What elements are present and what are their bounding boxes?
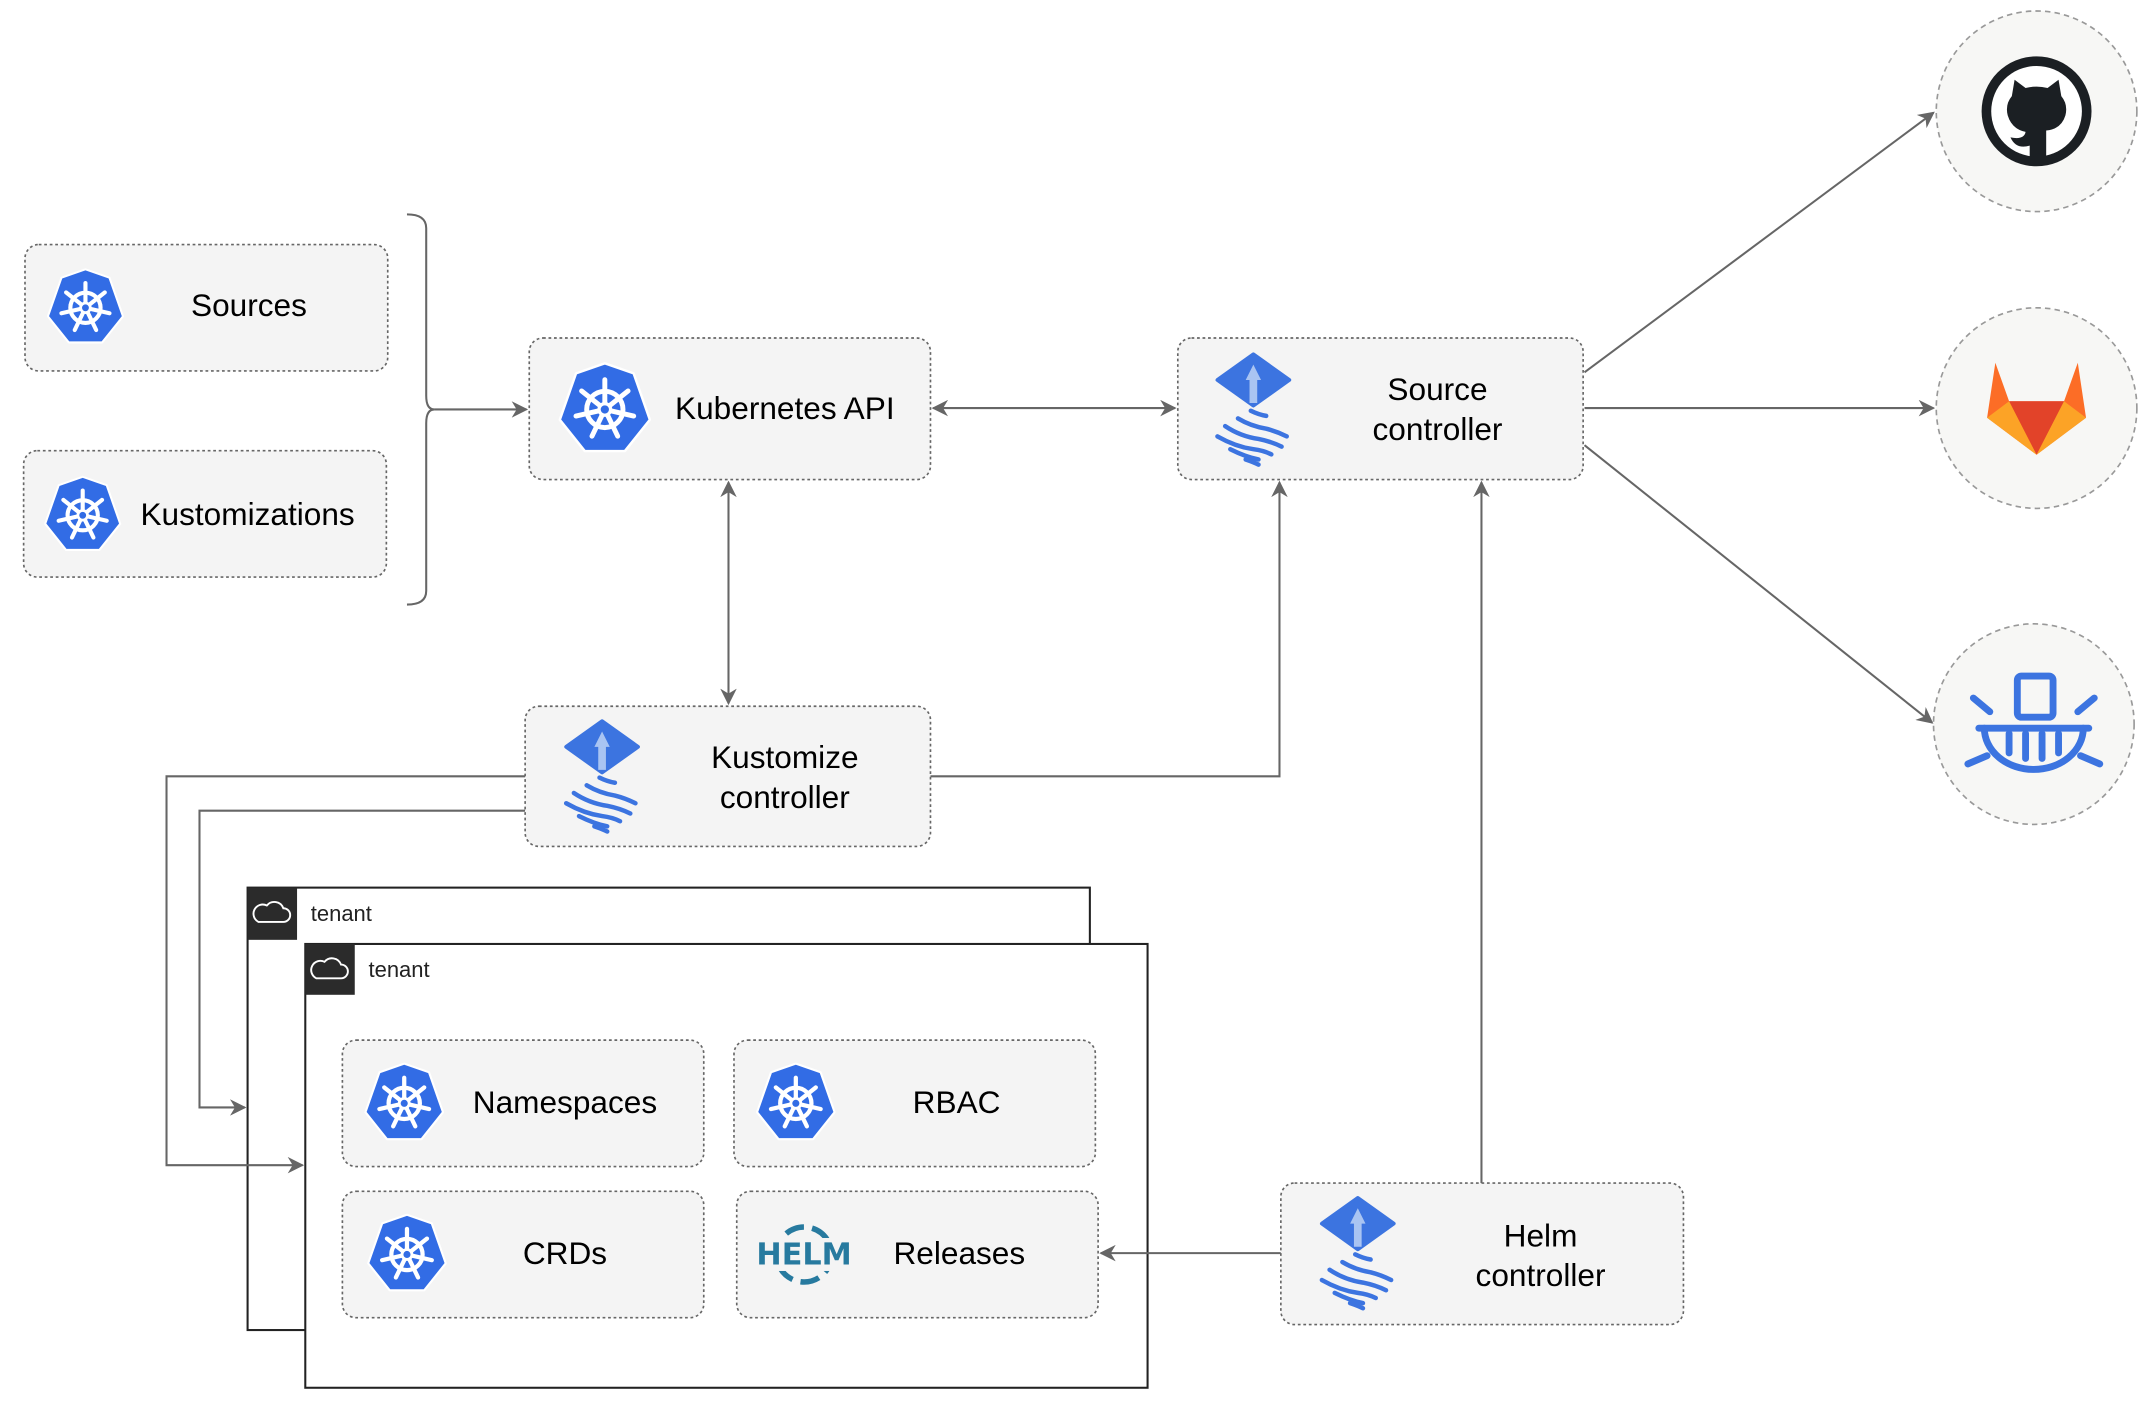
registry-source[interactable] xyxy=(1932,622,2135,826)
helm-logo-text: HELM xyxy=(756,1237,851,1272)
edge-kustomize-to-tenant-front xyxy=(165,775,526,1174)
node-rbac[interactable]: RBAC xyxy=(733,1039,1097,1168)
node-label: controller xyxy=(720,779,850,815)
node-kubernetes-api[interactable]: Kubernetes API xyxy=(528,337,932,481)
node-crds[interactable]: CRDs xyxy=(341,1190,705,1319)
node-namespaces[interactable]: Namespaces xyxy=(341,1039,705,1168)
edge-source-to-registry xyxy=(1583,444,1934,724)
node-label: Source xyxy=(1387,371,1487,407)
node-label: Kustomize xyxy=(711,739,858,775)
node-label: Sources xyxy=(191,287,307,323)
node-label: Helm xyxy=(1504,1217,1578,1253)
node-sources[interactable]: Sources xyxy=(24,243,389,372)
gitlab-source[interactable] xyxy=(1935,306,2138,510)
cloud-icon xyxy=(310,957,349,980)
node-label: Kustomizations xyxy=(140,496,354,532)
node-label: Kubernetes API xyxy=(675,390,895,426)
edge-source-to-github xyxy=(1583,111,1935,374)
node-label: Namespaces xyxy=(473,1084,657,1120)
gitlab-icon xyxy=(1987,362,2087,455)
node-label: CRDs xyxy=(523,1235,607,1271)
github-icon xyxy=(1981,56,2092,167)
harbor-icon xyxy=(1964,672,2104,773)
helm-icon: HELM xyxy=(756,1224,852,1285)
github-source[interactable] xyxy=(1935,10,2138,213)
node-label: Releases xyxy=(893,1235,1025,1271)
edge-kustomize-to-source xyxy=(930,480,1288,778)
tenant-label: tenant xyxy=(311,901,372,926)
node-helm-controller[interactable]: Helm controller xyxy=(1280,1182,1685,1326)
brace-connector xyxy=(406,213,435,606)
node-source-controller[interactable]: Source controller xyxy=(1176,337,1584,481)
tenant-label: tenant xyxy=(369,957,430,982)
node-label: RBAC xyxy=(913,1084,1001,1120)
cloud-icon xyxy=(252,901,292,923)
node-releases[interactable]: HELM Releases xyxy=(735,1190,1099,1319)
node-label: controller xyxy=(1373,411,1503,447)
node-kustomize-controller[interactable]: Kustomize controller xyxy=(524,705,932,848)
edge-kustomize-to-tenant-back xyxy=(198,809,526,1116)
node-label: controller xyxy=(1476,1257,1606,1293)
node-kustomizations[interactable]: Kustomizations xyxy=(22,449,388,578)
